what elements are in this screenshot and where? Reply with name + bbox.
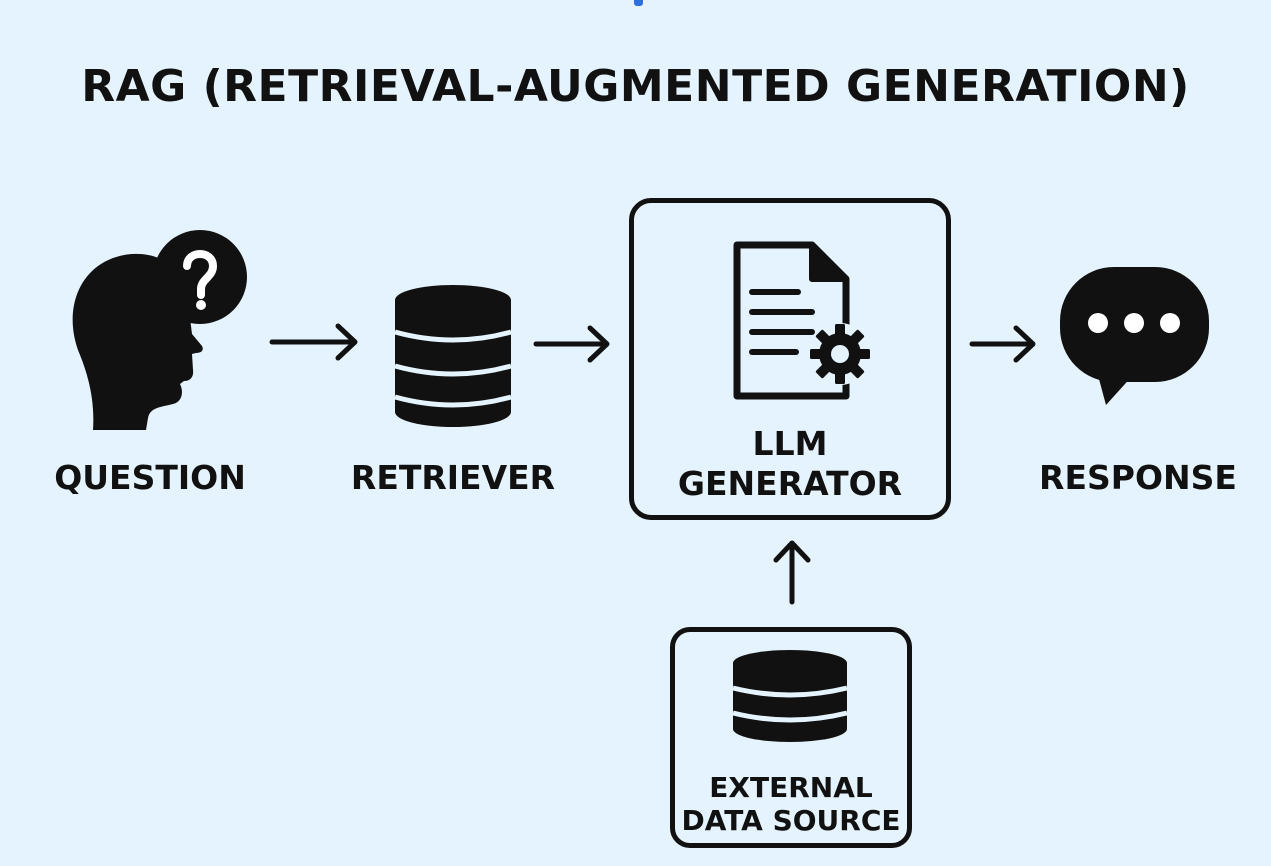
arrow-external-data-source-to-llm-generator <box>773 540 811 605</box>
node-llm-generator: LLM GENERATOR <box>629 198 951 520</box>
node-external-data-source: EXTERNAL DATA SOURCE <box>670 627 912 848</box>
question-label: QUESTION <box>54 458 246 497</box>
external-data-source-label-line1: EXTERNAL <box>709 771 873 804</box>
response-label: RESPONSE <box>1039 458 1237 497</box>
retriever-label: RETRIEVER <box>350 458 556 497</box>
diagram-title: RAG (RETRIEVAL-AUGMENTED GENERATION) <box>81 61 1190 112</box>
arrow-llm-generator-to-response <box>969 325 1036 363</box>
arrow-question-to-retriever <box>269 323 358 361</box>
top-edge-mark <box>634 0 643 6</box>
llm-generator-label-line2: GENERATOR <box>677 464 903 503</box>
llm-generator-label-line1: LLM <box>752 424 828 463</box>
external-data-source-label-line2: DATA SOURCE <box>681 804 901 837</box>
arrow-retriever-to-llm-generator <box>533 325 610 363</box>
